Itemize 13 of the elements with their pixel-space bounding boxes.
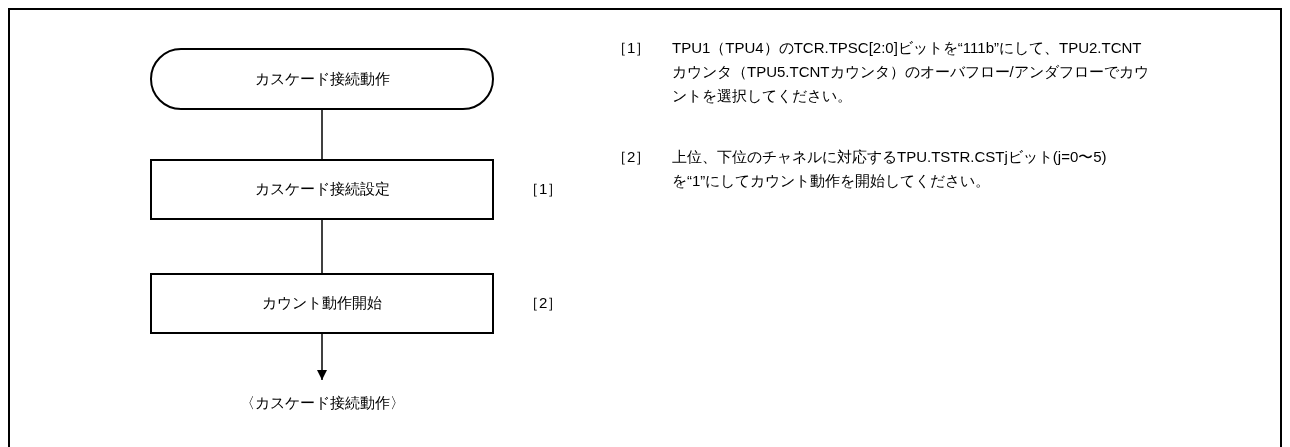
step-number: ［2］ <box>524 293 563 313</box>
step-number: ［1］ <box>524 179 563 199</box>
note-text: TPU1（TPU4）のTCR.TPSC[2:0]ビットを“111b”にして、TPU2.TCNTカウンタ（TPU5.TCNTカウンタ）のオーバフロー/アンダフローでカウントを選択してください。 <box>672 38 1150 106</box>
note-number: ［1］ <box>612 38 651 58</box>
note-number: ［2］ <box>612 147 651 167</box>
connector-line <box>321 109 323 160</box>
end-label: 〈カスケード接続動作〉 <box>212 390 432 416</box>
process-box: カスケード接続設定 <box>150 159 494 220</box>
terminal-shape: カスケード接続動作 <box>150 48 494 110</box>
note-text: 上位、下位のチャネルに対応するTPU.TSTR.CSTjビット(j=0〜5)を“1”にしてカウント動作を開始してください。 <box>672 147 1108 191</box>
arrow <box>317 333 327 381</box>
connector-line <box>321 219 323 274</box>
process-box: カウント動作開始 <box>150 273 494 334</box>
